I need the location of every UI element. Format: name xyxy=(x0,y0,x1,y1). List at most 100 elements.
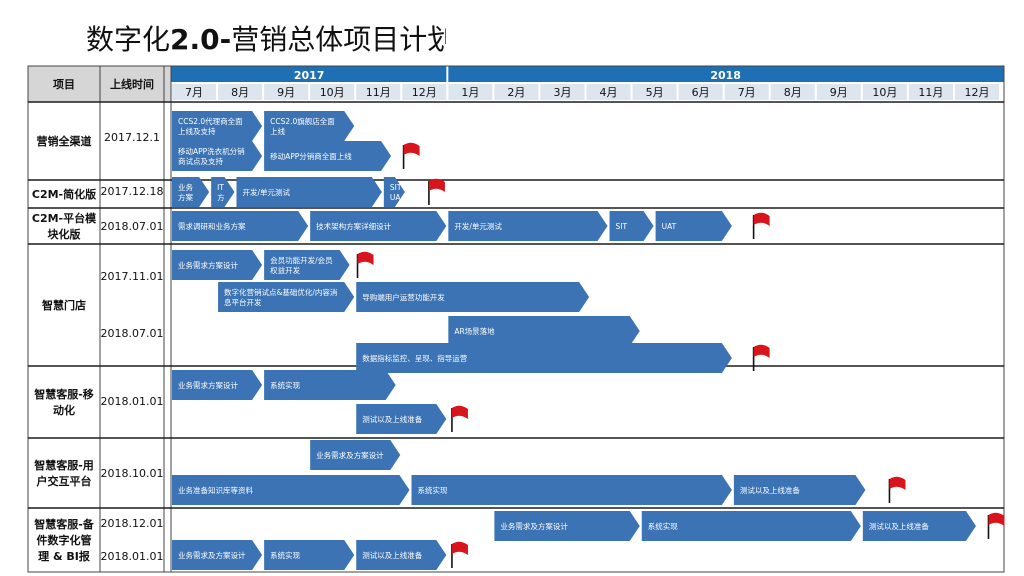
project-name: 智慧客服-备 xyxy=(34,517,95,531)
task-label: 开发/单元测试 xyxy=(242,187,290,197)
task-bar xyxy=(172,540,263,570)
project-name: 户交互平台 xyxy=(37,474,92,488)
task-label: 测试以及上线准备 xyxy=(362,414,422,424)
task-bar xyxy=(172,370,263,400)
project-name: 理 & BI报 xyxy=(38,549,91,563)
month-cell xyxy=(494,84,539,100)
month-cell xyxy=(356,84,401,100)
task-label: 业务需求及方案设计 xyxy=(500,521,568,531)
task-label: 测试以及上线准备 xyxy=(869,521,929,531)
task-bar xyxy=(356,343,732,373)
task-bar xyxy=(448,211,608,241)
task-bar xyxy=(356,540,447,570)
task-label: 息平台开发 xyxy=(224,297,262,307)
task-bar xyxy=(641,511,861,541)
milestone-flag-icon xyxy=(753,212,770,226)
month-cell xyxy=(816,84,861,100)
task-label: 系统实现 xyxy=(648,521,678,531)
task-bar xyxy=(310,440,401,470)
task-label: 业务需求方案设计 xyxy=(178,380,238,390)
project-name: 动化 xyxy=(53,403,75,417)
task-label: 导购端用户运营功能开发 xyxy=(362,292,445,302)
task-label: 权益开发 xyxy=(270,265,300,275)
month-cell xyxy=(678,84,723,100)
year-label: 2018 xyxy=(710,69,741,82)
month-label: 12月 xyxy=(412,86,437,99)
task-label: IT xyxy=(217,183,224,192)
task-label: 上线及支持 xyxy=(178,126,216,136)
milestone-flag-icon xyxy=(451,541,468,555)
project-name: 智慧客服-移 xyxy=(34,387,94,401)
task-label: CCS2.0旗舰店全面 xyxy=(270,116,335,126)
task-label: 上线 xyxy=(270,126,285,136)
task-label: 业务需求及方案设计 xyxy=(178,550,246,560)
task-bar xyxy=(862,511,976,541)
milestone-flag-icon xyxy=(403,142,420,156)
milestone-flag-icon xyxy=(889,476,906,490)
month-label: 8月 xyxy=(231,86,249,99)
month-cell xyxy=(310,84,355,100)
year-bar-2018 xyxy=(448,66,1004,82)
page-title: 数字化2.0-营销总体项目计划 xyxy=(86,23,446,56)
project-name: 营销全渠道 xyxy=(37,134,92,148)
year-bar-2017 xyxy=(171,66,447,82)
header-project-label: 项目 xyxy=(53,78,75,91)
task-label: 测试以及上线准备 xyxy=(362,550,422,560)
month-label: 4月 xyxy=(600,86,618,99)
month-cell xyxy=(586,84,631,100)
task-bar xyxy=(211,177,235,207)
task-label: 需求调研和业务方案 xyxy=(178,221,246,231)
milestone-flag-icon xyxy=(451,405,468,419)
task-bar xyxy=(310,211,447,241)
month-cell xyxy=(402,84,447,100)
month-cell xyxy=(862,84,907,100)
launch-date: 2018.01.01 xyxy=(101,550,164,563)
month-label: 11月 xyxy=(366,86,391,99)
milestone-flag-icon xyxy=(357,251,374,265)
task-label: 系统实现 xyxy=(270,380,300,390)
month-cell xyxy=(770,84,815,100)
month-cell xyxy=(218,84,263,100)
month-label: 3月 xyxy=(553,86,571,99)
task-label: SIT xyxy=(390,183,402,192)
task-label: 会员功能开发/会员 xyxy=(270,255,333,265)
month-cell xyxy=(632,84,677,100)
milestone-flag-icon xyxy=(428,178,445,192)
task-bar xyxy=(733,475,866,505)
month-label: 8月 xyxy=(784,86,802,99)
task-bar xyxy=(172,177,210,207)
launch-date: 2018.07.01 xyxy=(101,327,164,340)
task-label: 方 xyxy=(217,192,225,202)
month-label: 12月 xyxy=(964,86,989,99)
project-name: 智慧客服-用 xyxy=(34,458,94,472)
task-label: 业务 xyxy=(178,182,193,192)
launch-date: 2017.11.01 xyxy=(101,270,164,283)
project-name: 件数字化管 xyxy=(37,533,92,547)
task-label: 方案 xyxy=(178,192,193,202)
month-label: 9月 xyxy=(277,86,295,99)
task-bar xyxy=(264,141,392,171)
month-cell xyxy=(540,84,585,100)
year-label: 2017 xyxy=(294,69,325,82)
task-bar xyxy=(655,211,732,241)
task-bar xyxy=(172,250,263,280)
month-label: 10月 xyxy=(320,86,345,99)
project-name: C2M-平台模 xyxy=(32,211,97,225)
month-label: 1月 xyxy=(461,86,479,99)
task-label: 数字化营销试点&基础优化/内容消 xyxy=(224,287,338,297)
task-bar xyxy=(356,404,447,434)
launch-date: 2018.01.01 xyxy=(101,395,164,408)
task-label: 业务准备知识库等资料 xyxy=(178,485,253,495)
task-bar xyxy=(236,177,382,207)
month-label: 6月 xyxy=(692,86,710,99)
task-label: 商试点及支持 xyxy=(178,156,223,166)
project-name: 智慧门店 xyxy=(42,298,86,312)
launch-date: 2017.12.1 xyxy=(104,131,160,144)
header-date-label: 上线时间 xyxy=(110,77,154,91)
month-cell xyxy=(172,84,217,100)
task-label: 移动APP洗衣机分销 xyxy=(178,146,245,156)
month-cell xyxy=(724,84,769,100)
task-bar xyxy=(609,211,654,241)
task-label: 系统实现 xyxy=(270,550,300,560)
